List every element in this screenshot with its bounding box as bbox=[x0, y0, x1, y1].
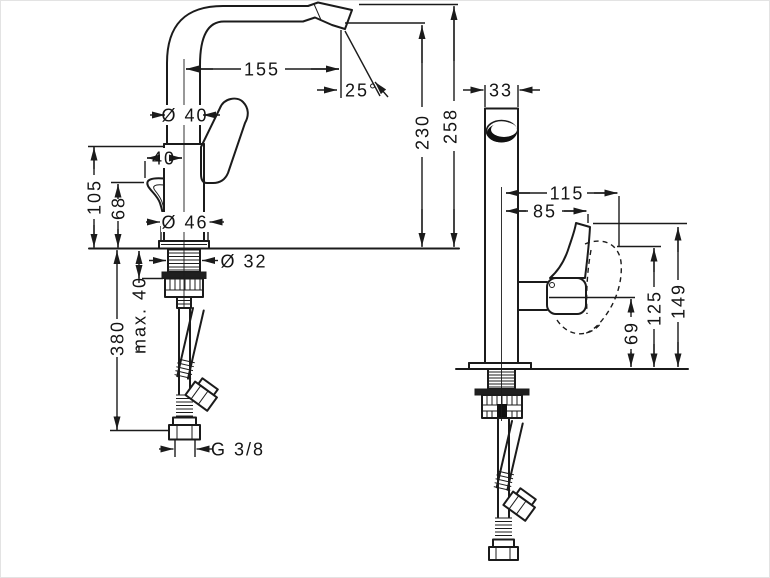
side-view: 155 25° 230 258 Ø 40 40 105 68 Ø 46 Ø 32… bbox=[84, 1, 460, 459]
spout-outlet bbox=[485, 119, 518, 143]
hose-elbow-nut bbox=[184, 377, 219, 412]
handle-dot bbox=[549, 282, 555, 288]
side-reference-lines bbox=[88, 3, 458, 457]
side-label-backgrounds bbox=[85, 59, 459, 357]
dim-total-height-label: 258 bbox=[440, 108, 460, 144]
aerator-joint-line bbox=[313, 3, 322, 21]
dim-handle-height-label: 149 bbox=[668, 283, 688, 319]
front-label-backgrounds bbox=[528, 183, 687, 349]
dim-spout-angle-label: 25° bbox=[345, 80, 378, 100]
dim-spout-diameter-label: Ø 40 bbox=[161, 105, 208, 125]
dim-spout-reach-label: 155 bbox=[244, 59, 280, 79]
front-dimension-arrows bbox=[463, 86, 682, 367]
spout-outline bbox=[166, 1, 353, 144]
side-hose-straight bbox=[168, 307, 201, 441]
dim-base-diameter-label: Ø 46 bbox=[161, 212, 208, 232]
dim-shank-diameter-label: Ø 32 bbox=[220, 251, 267, 271]
dim-handle-width-label: 40 bbox=[152, 148, 176, 168]
front-handle-blade bbox=[549, 222, 591, 279]
side-dimension-arrows bbox=[90, 7, 458, 453]
dim-handle-open-height-label: 125 bbox=[644, 290, 664, 326]
handle-swing-dashed-outline bbox=[556, 240, 622, 335]
dim-spout-width-label: 33 bbox=[489, 80, 513, 100]
front-reference-lines bbox=[484, 85, 687, 299]
side-faucet-outline bbox=[88, 1, 460, 441]
dim-handle-reach-label: 85 bbox=[533, 201, 557, 221]
dim-hose-thread-label: G 3/8 bbox=[211, 439, 265, 459]
dim-handle-pivot-height-label: 69 bbox=[621, 321, 641, 345]
front-nut-screw bbox=[497, 404, 507, 417]
front-hose-nut bbox=[488, 546, 519, 561]
dim-handle-reach-open-label: 115 bbox=[550, 183, 585, 203]
side-hose-angled bbox=[174, 307, 219, 412]
front-handle-boss bbox=[546, 277, 587, 315]
front-hose-elbow-nut bbox=[502, 487, 537, 522]
dim-outlet-height-label: 230 bbox=[412, 114, 432, 150]
front-hose-straight bbox=[488, 417, 519, 561]
hose-nut bbox=[168, 424, 201, 441]
dim-body-height-label: 105 bbox=[84, 179, 104, 215]
side-lever-hook-inner bbox=[153, 184, 165, 209]
mounting-nut-ridges bbox=[165, 279, 203, 291]
front-hose-angled bbox=[493, 420, 537, 522]
front-view: 33 115 85 149 125 69 bbox=[455, 80, 689, 561]
front-nut-ridges bbox=[482, 395, 522, 418]
dim-hose-length-label: 380 bbox=[107, 320, 127, 356]
dim-max-mounting-label: max. 40 bbox=[129, 276, 149, 354]
dim-lever-height-label: 68 bbox=[108, 196, 128, 220]
front-faucet-outline bbox=[455, 107, 689, 561]
